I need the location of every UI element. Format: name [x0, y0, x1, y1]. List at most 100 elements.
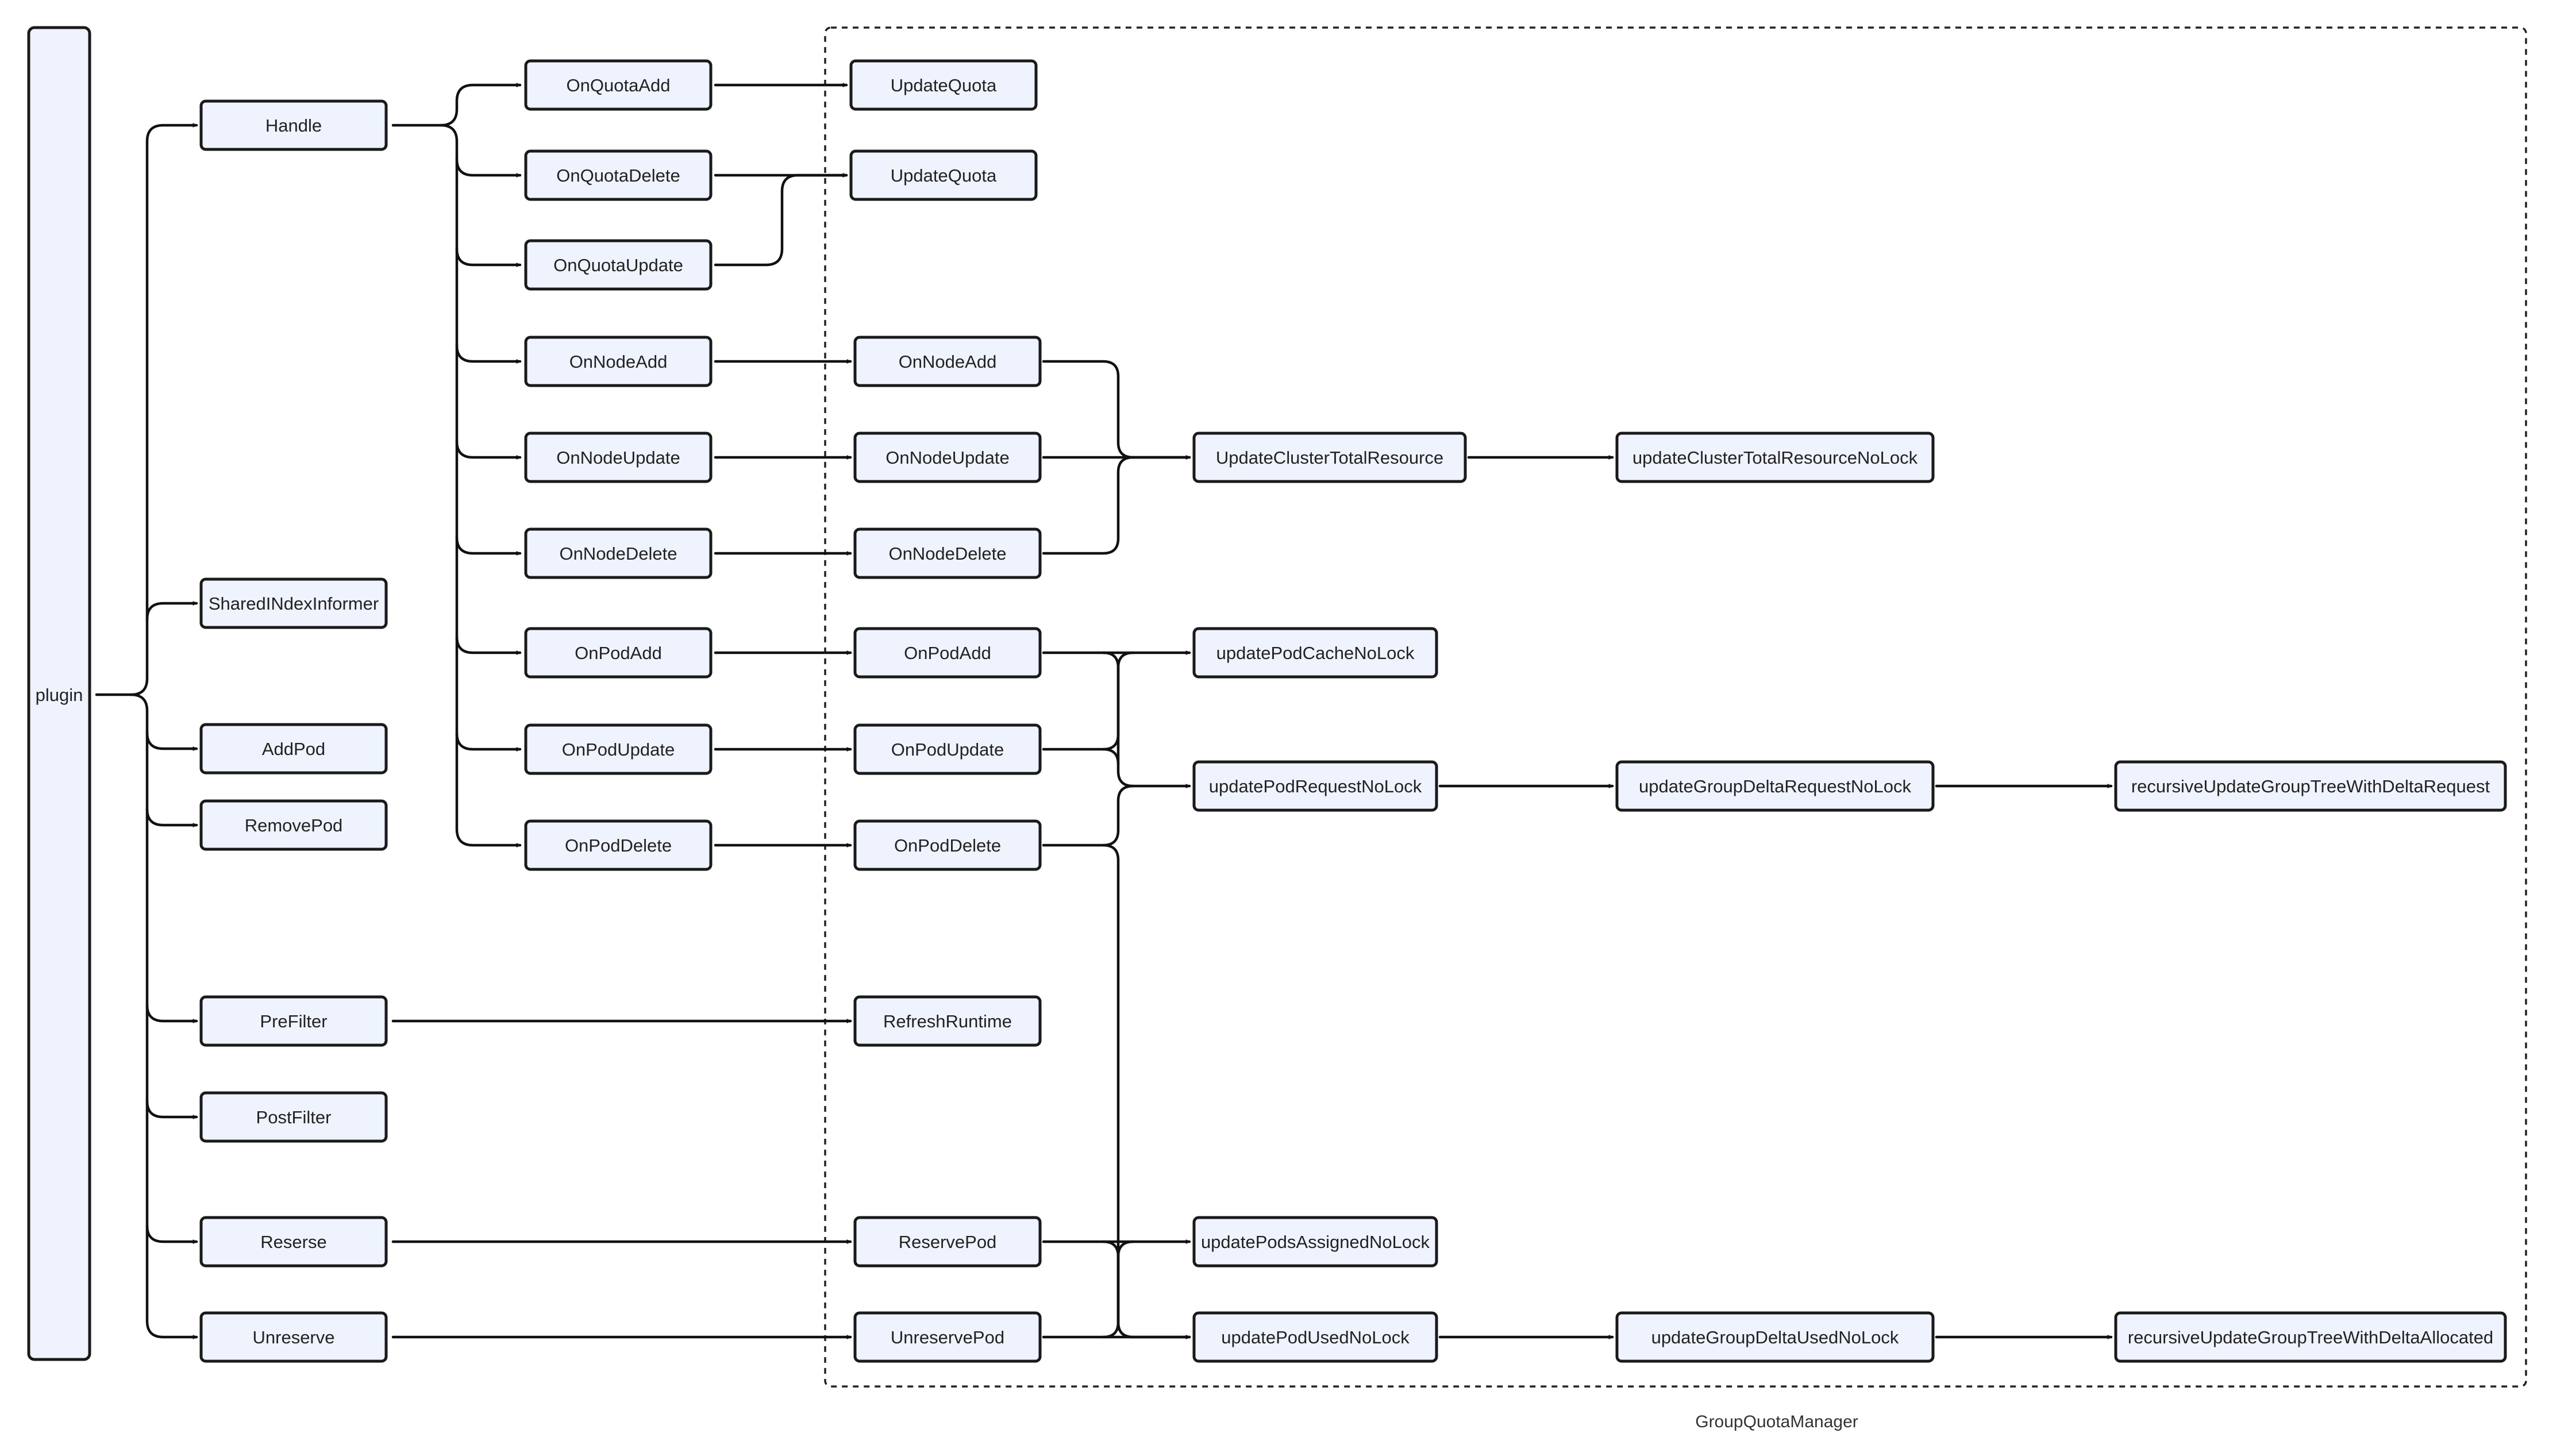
node-update-pod-cache-nolock-label: updatePodCacheNoLock: [1216, 643, 1415, 663]
node-update-quota-1-label: UpdateQuota: [891, 75, 997, 95]
node-on-pod-add-label: OnPodAdd: [575, 643, 662, 663]
node-gqm-on-node-update[interactable]: OnNodeUpdate: [853, 432, 1042, 483]
node-gqm-on-pod-delete-label: OnPodDelete: [894, 835, 1001, 856]
node-on-pod-update[interactable]: OnPodUpdate: [524, 723, 713, 775]
node-update-group-delta-used-nolock-label: updateGroupDeltaUsedNoLock: [1651, 1327, 1899, 1347]
node-update-quota-1[interactable]: UpdateQuota: [849, 59, 1038, 111]
node-pre-filter[interactable]: PreFilter: [199, 995, 388, 1047]
node-plugin-label: plugin: [36, 685, 83, 705]
node-update-pod-request-nolock-label: updatePodRequestNoLock: [1209, 776, 1422, 796]
edge-plugin-bus-lower: [129, 693, 198, 1337]
node-on-pod-delete-label: OnPodDelete: [565, 835, 672, 856]
node-update-quota-2-label: UpdateQuota: [891, 165, 997, 186]
edge-handle-on-quota-update: [455, 247, 522, 265]
group-quota-manager-frame: [824, 26, 2527, 1388]
edge-handle-on-node-update: [455, 440, 522, 457]
node-gqm-on-node-update-label: OnNodeUpdate: [885, 448, 1009, 468]
node-update-cluster-total-resource-nolock[interactable]: updateClusterTotalResourceNoLock: [1615, 432, 1935, 483]
node-on-pod-add[interactable]: OnPodAdd: [524, 627, 713, 679]
node-post-filter-label: PostFilter: [256, 1107, 332, 1127]
node-update-pods-assigned-nolock-label: updatePodsAssignedNoLock: [1201, 1232, 1430, 1252]
node-handle[interactable]: Handle: [199, 99, 388, 151]
node-gqm-on-pod-add[interactable]: OnPodAdd: [853, 627, 1042, 679]
node-on-pod-update-label: OnPodUpdate: [562, 739, 675, 760]
node-update-quota-2[interactable]: UpdateQuota: [849, 149, 1038, 201]
node-on-quota-delete[interactable]: OnQuotaDelete: [524, 149, 713, 201]
node-update-group-delta-request-nolock[interactable]: updateGroupDeltaRequestNoLock: [1615, 760, 1935, 812]
node-on-node-add-label: OnNodeAdd: [569, 352, 668, 372]
node-pre-filter-label: PreFilter: [260, 1011, 327, 1031]
node-refresh-runtime[interactable]: RefreshRuntime: [853, 995, 1042, 1047]
node-add-pod[interactable]: AddPod: [199, 723, 388, 775]
node-on-node-update[interactable]: OnNodeUpdate: [524, 432, 713, 483]
node-reserse[interactable]: Reserse: [199, 1216, 388, 1268]
edge-plugin-post-filter: [145, 1099, 198, 1117]
node-on-node-update-label: OnNodeUpdate: [556, 448, 680, 468]
edge-handle-on-quota-delete: [455, 157, 522, 175]
node-reserve-pod[interactable]: ReservePod: [853, 1216, 1042, 1268]
node-recursive-update-delta-allocated-label: recursiveUpdateGroupTreeWithDeltaAllocat…: [2128, 1327, 2493, 1347]
node-reserse-label: Reserse: [260, 1232, 326, 1252]
node-handle-label: Handle: [265, 115, 322, 136]
node-update-cluster-total-resource-label: UpdateClusterTotalResource: [1216, 448, 1443, 468]
node-gqm-on-node-add[interactable]: OnNodeAdd: [853, 336, 1042, 387]
node-on-quota-update-label: OnQuotaUpdate: [553, 255, 683, 275]
edge-plugin-remove-pod: [145, 807, 198, 825]
node-post-filter[interactable]: PostFilter: [199, 1091, 388, 1143]
edge-handle-on-node-delete: [455, 536, 522, 553]
node-gqm-on-pod-update[interactable]: OnPodUpdate: [853, 723, 1042, 775]
node-shared-informer[interactable]: SharedINdexInformer: [199, 577, 388, 629]
edge-handle-on-pod-add: [455, 635, 522, 653]
node-gqm-on-node-add-label: OnNodeAdd: [899, 352, 997, 372]
node-update-group-delta-used-nolock[interactable]: updateGroupDeltaUsedNoLock: [1615, 1311, 1935, 1363]
node-on-quota-delete-label: OnQuotaDelete: [556, 165, 680, 186]
edge-handle-bus: [391, 85, 522, 127]
node-update-pod-used-nolock[interactable]: updatePodUsedNoLock: [1192, 1311, 1438, 1363]
node-update-pod-request-nolock[interactable]: updatePodRequestNoLock: [1192, 760, 1438, 812]
node-unreserve-label: Unreserve: [253, 1327, 335, 1347]
edge-handle-on-node-add: [455, 344, 522, 361]
node-gqm-on-node-delete-label: OnNodeDelete: [888, 544, 1006, 564]
node-on-quota-update[interactable]: OnQuotaUpdate: [524, 239, 713, 291]
edge-gqm-node-delete-merge: [1042, 456, 1135, 555]
edge-gqm-node-add-merge: [1042, 360, 1191, 457]
edge-plugin-bus: [95, 125, 198, 696]
node-unreserve[interactable]: Unreserve: [199, 1311, 388, 1363]
node-remove-pod[interactable]: RemovePod: [199, 799, 388, 851]
node-plugin[interactable]: plugin: [27, 26, 91, 1361]
edge-handle-bus-lower: [439, 124, 522, 845]
node-update-cluster-total-resource[interactable]: UpdateClusterTotalResource: [1192, 432, 1467, 483]
edge-handle-on-pod-update: [455, 731, 522, 749]
node-recursive-update-delta-allocated[interactable]: recursiveUpdateGroupTreeWithDeltaAllocat…: [2114, 1311, 2507, 1363]
edge-gqm-pod-delete-bus: [1042, 784, 1135, 847]
edges: [95, 85, 2113, 1339]
edge-on-quota-update-update-quota: [714, 175, 848, 267]
node-on-quota-add[interactable]: OnQuotaAdd: [524, 59, 713, 111]
node-unreserve-pod[interactable]: UnreservePod: [853, 1311, 1042, 1363]
node-update-pod-cache-nolock[interactable]: updatePodCacheNoLock: [1192, 627, 1438, 679]
node-gqm-on-node-delete[interactable]: OnNodeDelete: [853, 527, 1042, 579]
node-update-pods-assigned-nolock[interactable]: updatePodsAssignedNoLock: [1192, 1216, 1438, 1268]
edge-plugin-add-pod: [145, 731, 198, 749]
edge-plugin-shared-informer: [145, 603, 198, 621]
node-on-node-delete-label: OnNodeDelete: [559, 544, 677, 564]
node-gqm-on-pod-delete[interactable]: OnPodDelete: [853, 819, 1042, 871]
node-remove-pod-label: RemovePod: [245, 815, 343, 835]
node-update-cluster-total-resource-nolock-label: updateClusterTotalResourceNoLock: [1632, 448, 1918, 468]
node-update-pod-used-nolock-label: updatePodUsedNoLock: [1221, 1327, 1410, 1347]
nodes: plugin Handle SharedINdexInformer AddPod…: [27, 26, 2507, 1363]
edge-plugin-pre-filter: [145, 1003, 198, 1021]
group-quota-manager-label: GroupQuotaManager: [1695, 1412, 1858, 1431]
edge-gqm-pod-update-bus-lower: [1102, 748, 1120, 766]
node-on-pod-delete[interactable]: OnPodDelete: [524, 819, 713, 871]
node-gqm-on-pod-add-label: OnPodAdd: [904, 643, 991, 663]
node-on-quota-add-label: OnQuotaAdd: [567, 75, 671, 95]
edge-unreserve-pod-bus: [1102, 1240, 1135, 1339]
node-recursive-update-delta-request[interactable]: recursiveUpdateGroupTreeWithDeltaRequest: [2114, 760, 2507, 812]
node-recursive-update-delta-request-label: recursiveUpdateGroupTreeWithDeltaRequest: [2131, 776, 2490, 796]
node-reserve-pod-label: ReservePod: [899, 1232, 997, 1252]
node-on-node-delete[interactable]: OnNodeDelete: [524, 527, 713, 579]
edge-gqm-pod-add-request: [1102, 651, 1191, 786]
node-on-node-add[interactable]: OnNodeAdd: [524, 336, 713, 387]
